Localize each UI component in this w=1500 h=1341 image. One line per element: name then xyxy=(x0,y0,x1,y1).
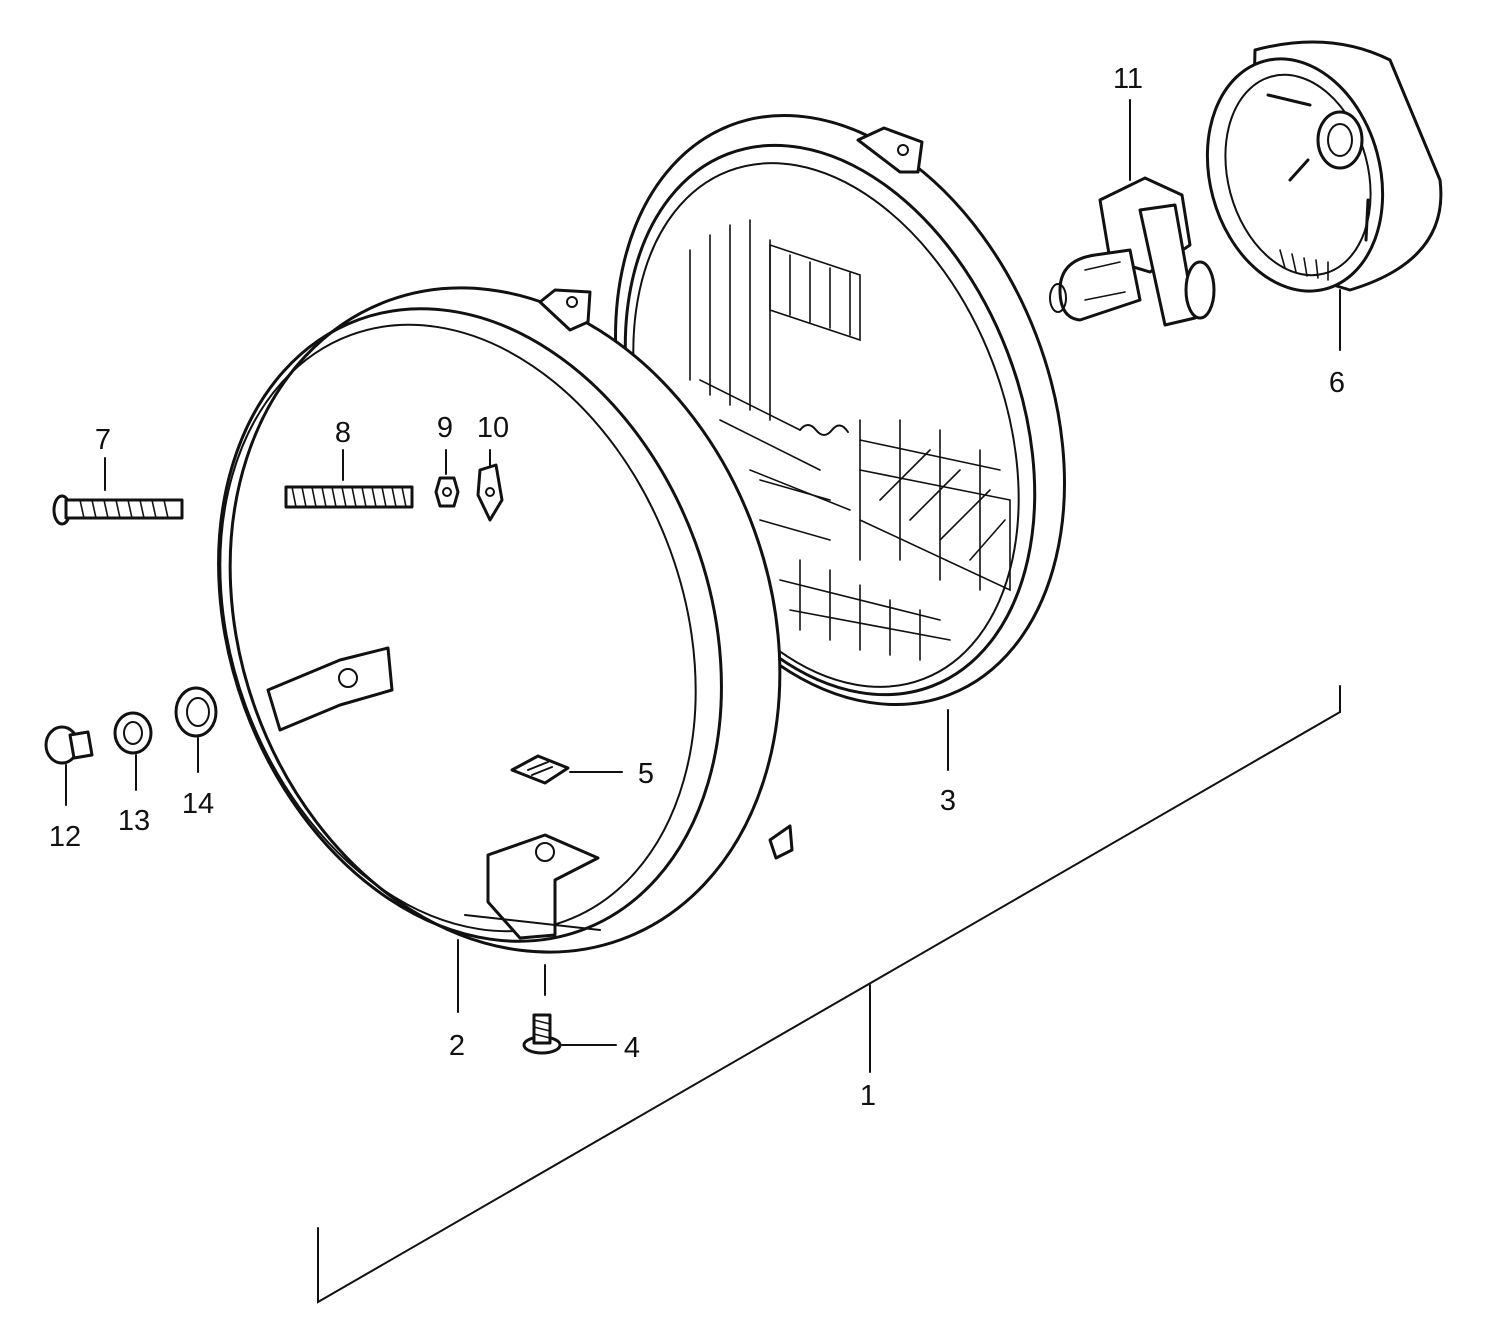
socket-cover xyxy=(1205,40,1443,351)
callout-12: 12 xyxy=(49,821,81,853)
collar-part xyxy=(174,686,218,773)
screw-part xyxy=(522,964,617,1055)
lens-pattern xyxy=(689,219,1011,661)
bracket-nut-part xyxy=(476,449,504,522)
callout-11: 11 xyxy=(1113,63,1143,95)
callout-14: 14 xyxy=(182,788,214,820)
spring-part xyxy=(284,449,414,509)
callout-6: 6 xyxy=(1329,367,1345,399)
grommet-bolt-part xyxy=(44,725,94,806)
bulb-part xyxy=(1049,99,1216,327)
callout-9: 9 xyxy=(437,412,453,444)
callout-1: 1 xyxy=(860,1080,876,1112)
long-screw-part xyxy=(52,457,184,526)
nut-part xyxy=(434,449,460,508)
callout-labels: 1 2 3 4 5 6 7 8 9 10 11 12 13 14 xyxy=(49,63,1345,1112)
clip-part xyxy=(510,754,570,785)
callout-2: 2 xyxy=(449,1030,465,1062)
callout-7: 7 xyxy=(95,424,111,456)
assembly-bracket xyxy=(317,685,1341,1304)
headlight-rim xyxy=(217,286,794,1013)
callout-5: 5 xyxy=(638,758,654,790)
callout-10: 10 xyxy=(477,412,509,444)
callout-13: 13 xyxy=(118,805,150,837)
callout-4: 4 xyxy=(624,1032,640,1064)
callout-8: 8 xyxy=(335,417,351,449)
washer-part xyxy=(113,711,153,791)
callout-3: 3 xyxy=(940,785,956,817)
